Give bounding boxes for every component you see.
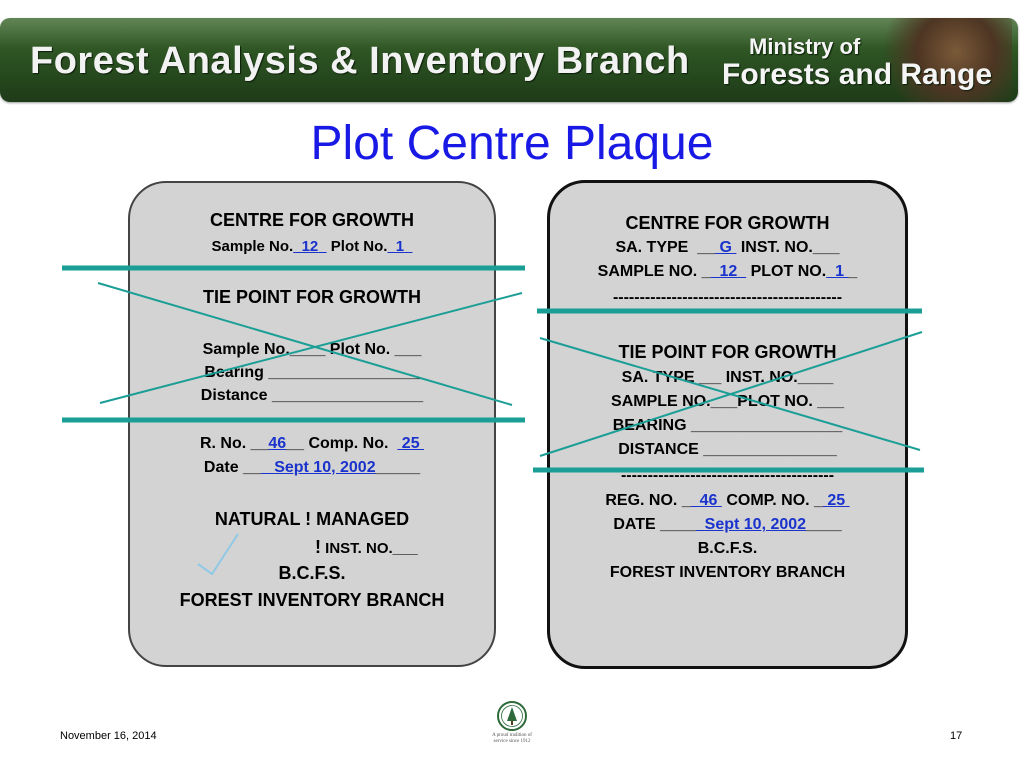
left-date-line: Date __ Sept 10, 2002_____ — [203, 459, 421, 476]
left-comp-label: Comp. No. — [308, 435, 389, 452]
left-tie-heading: TIE POINT FOR GROWTH — [203, 287, 421, 307]
right-sample-value: 12 — [719, 263, 738, 280]
seal-caption-line2: service since 1912 — [493, 739, 531, 744]
page-number: 17 — [950, 730, 963, 742]
right-inst-label: INST. NO.___ — [740, 239, 840, 256]
right-bcfs: B.C.F.S. — [697, 540, 758, 557]
right-comp-label: COMP. NO. — [726, 492, 810, 509]
right-date-line: DATE ____ Sept 10, 2002____ — [613, 516, 842, 533]
right-tie-sa-type: SA. TYPE___ INST. NO.____ — [621, 369, 834, 386]
left-heading: CENTRE FOR GROWTH — [210, 210, 414, 230]
ministry-name-line1: Ministry of — [749, 34, 861, 59]
left-inst-no: INST. NO.___ — [325, 540, 418, 557]
right-sample-label: SAMPLE NO. — [597, 263, 698, 280]
right-sa-type-label: SA. TYPE — [615, 239, 689, 256]
right-sa-type-line: SA. TYPE __ G INST. NO.___ — [615, 239, 840, 256]
right-date-value: Sept 10, 2002 — [704, 516, 807, 533]
left-inst-line: ! INST. NO.___ — [130, 537, 494, 558]
right-sa-type-value: G — [719, 239, 732, 256]
left-distance: Distance _________________ — [200, 387, 424, 404]
left-r-label: R. No. — [199, 435, 247, 452]
left-plot-value: 1 — [395, 238, 405, 255]
right-plot-label: PLOT NO. — [750, 263, 827, 280]
left-plot-label: Plot No. — [330, 238, 388, 255]
left-bcfs: B.C.F.S. — [278, 563, 346, 583]
footer-date: November 16, 2014 — [60, 730, 157, 742]
right-comp-value: 25 — [827, 492, 846, 509]
branch-title: Forest Analysis & Inventory Branch — [30, 40, 690, 82]
left-sample-label: Sample No. — [211, 238, 294, 255]
header-banner: Forest Analysis & Inventory Branch Minis… — [0, 18, 1018, 102]
slide-title: Plot Centre Plaque — [310, 117, 714, 170]
left-branch: FOREST INVENTORY BRANCH — [179, 590, 445, 610]
left-sample-value: 12 — [301, 238, 319, 255]
left-inst-bang: ! — [315, 537, 321, 557]
right-branch: FOREST INVENTORY BRANCH — [609, 564, 846, 581]
left-bearing: Bearing _________________ — [204, 364, 420, 381]
right-reg-value: 46 — [699, 492, 718, 509]
right-tie-heading: TIE POINT FOR GROWTH — [618, 342, 837, 362]
right-sample-plot-line: SAMPLE NO. _ 12 PLOT NO. 1 _ — [597, 263, 858, 280]
right-bearing: BEARING _________________ — [612, 417, 843, 434]
right-reg-comp-line: REG. NO. _ 46 COMP. NO. _ 25 — [605, 492, 846, 509]
right-distance: DISTANCE _______________ — [618, 441, 837, 458]
seal-caption: A proud tradition of service since 1912 — [476, 733, 548, 745]
left-natural-managed: NATURAL ! MANAGED — [214, 509, 410, 529]
ministry-seal-logo — [497, 701, 527, 731]
right-reg-label: REG. NO. — [605, 492, 678, 509]
right-dashes-top: ----------------------------------------… — [612, 289, 843, 306]
left-tie-sample: Sample No.____ Plot No. ___ — [202, 341, 422, 358]
pine-cone-image — [872, 18, 1012, 102]
left-r-comp-line: R. No. __46__ Comp. No. 25 — [199, 435, 420, 452]
right-date-label: DATE — [613, 516, 656, 533]
right-plaque: CENTRE FOR GROWTH SA. TYPE __ G INST. NO… — [547, 180, 908, 669]
left-comp-value: 25 — [401, 435, 420, 452]
left-date-label: Date — [203, 459, 239, 476]
seal-caption-line1: A proud tradition of — [492, 733, 532, 738]
right-dashes-bottom: ---------------------------------------- — [620, 467, 835, 484]
left-date-value: Sept 10, 2002 — [274, 459, 376, 476]
right-plot-value: 1 — [835, 263, 844, 280]
left-plaque: CENTRE FOR GROWTH Sample No. 12 Plot No.… — [128, 181, 496, 667]
right-heading: CENTRE FOR GROWTH — [625, 213, 830, 233]
ministry-name-line2: Forests and Range — [722, 58, 993, 91]
left-sample-plot-line: Sample No. 12 Plot No. 1 — [130, 238, 494, 255]
left-r-value: 46 — [268, 435, 287, 452]
right-tie-sample: SAMPLE NO.___PLOT NO. ___ — [611, 393, 844, 410]
